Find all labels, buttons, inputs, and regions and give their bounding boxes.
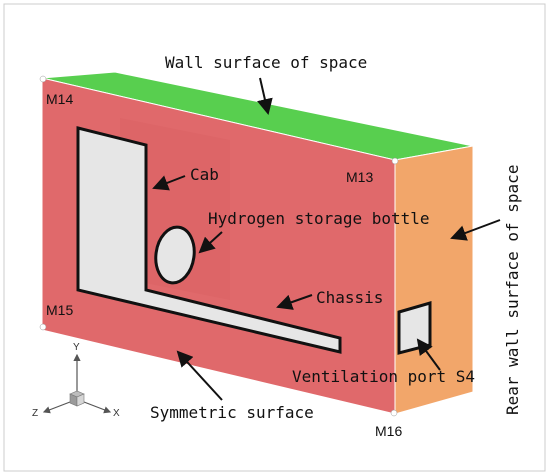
marker-label-m14: M14: [46, 91, 73, 107]
marker-label-m16: M16: [375, 423, 402, 439]
label-cab: Cab: [190, 165, 219, 184]
axis-label-z: Z: [32, 408, 38, 419]
label-ventilation-port: Ventilation port S4: [292, 367, 475, 386]
label-chassis: Chassis: [316, 288, 383, 307]
leader-rear-wall: [450, 219, 501, 241]
cab-chassis-cutout: [76, 126, 342, 354]
label-rear-wall: Rear wall surface of space: [503, 165, 522, 415]
axis-x-line: [83, 401, 112, 414]
label-wall-surface: Wall surface of space: [165, 53, 367, 72]
image-border: [3, 3, 546, 472]
leader-cab: [152, 175, 186, 191]
leader-hydrogen: [198, 231, 223, 254]
hydrogen-bottle-shape: [154, 225, 196, 285]
leader-wall-surface: [257, 77, 273, 115]
marker-dot-m13: [391, 157, 399, 165]
leader-ventilation: [416, 338, 441, 371]
marker-dot-m16: [390, 409, 398, 417]
leader-chassis: [276, 294, 313, 310]
marker-dot-m15: [39, 323, 47, 331]
ventilation-port-shape: [397, 301, 432, 355]
leader-symmetric: [176, 350, 223, 401]
axis-label-x: X: [113, 408, 120, 419]
marker-dot-m14: [39, 75, 47, 83]
label-hydrogen-bottle: Hydrogen storage bottle: [208, 209, 430, 228]
marker-label-m15: M15: [46, 302, 73, 318]
marker-label-m13: M13: [346, 169, 373, 185]
axis-z-line: [42, 401, 71, 414]
label-symmetric-surface: Symmetric surface: [150, 403, 314, 422]
axis-cube-right: [76, 393, 85, 407]
axis-triad: Y Z X: [32, 342, 120, 419]
axis-label-y: Y: [73, 342, 80, 353]
